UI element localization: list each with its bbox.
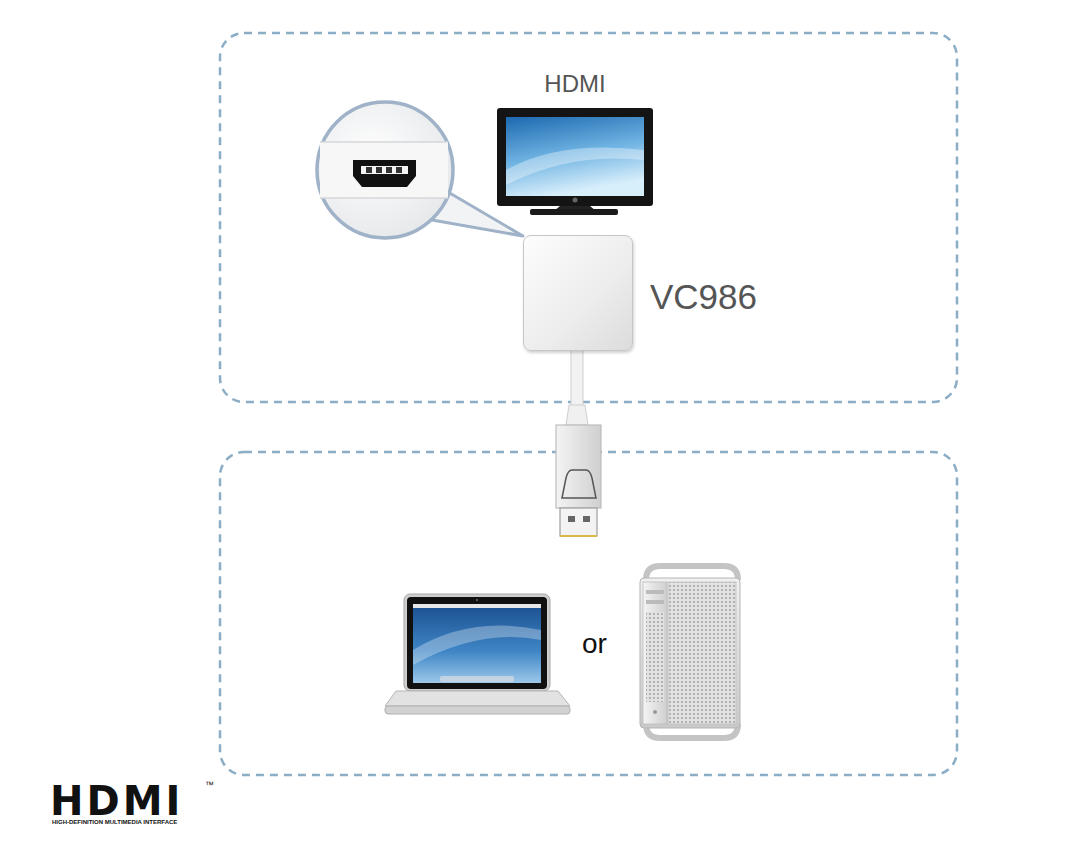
tv-illustration <box>497 108 653 215</box>
tower-illustration <box>640 566 740 738</box>
trademark-mark: ™ <box>205 780 214 790</box>
adapter-box: VC986 <box>523 235 633 351</box>
displayport-plug <box>556 350 601 536</box>
or-text: or <box>582 628 607 660</box>
node-label: VC986 <box>650 277 757 317</box>
node-label: HDMI <box>490 70 660 98</box>
group-frame <box>220 33 957 402</box>
laptop-illustration <box>385 594 570 714</box>
logo-wordmark: HDMI <box>50 778 183 824</box>
logo-tagline: HIGH-DEFINITION MULTIMEDIA INTERFACE <box>52 819 177 825</box>
port-magnifier <box>317 102 523 238</box>
display-node: HDMI <box>490 70 660 218</box>
